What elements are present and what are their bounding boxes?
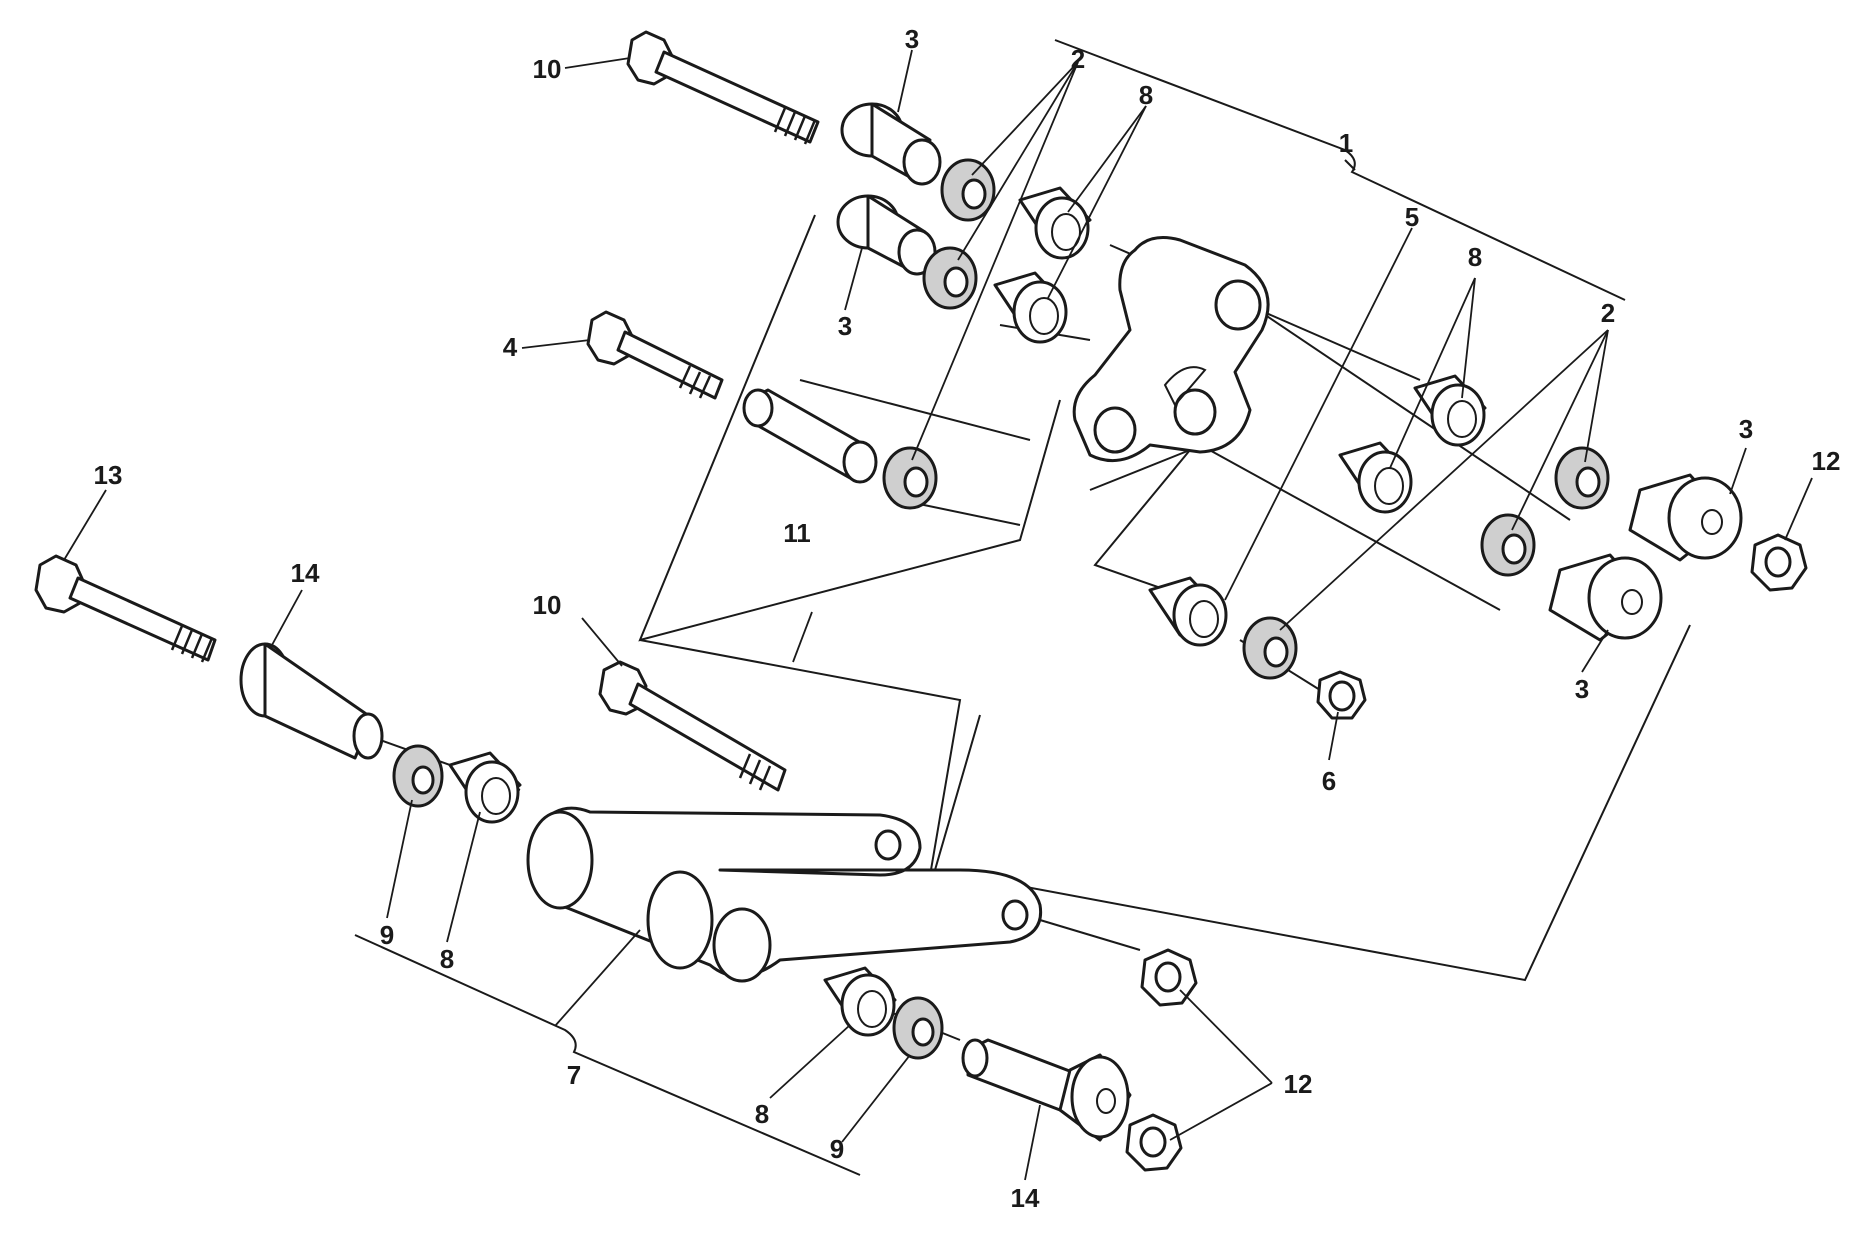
leader-lines — [63, 49, 1813, 1181]
rocker-1 — [1072, 236, 1270, 463]
seals-2 — [882, 158, 1610, 680]
bolt-10-top — [626, 30, 820, 145]
callout-8-right: 8 — [1468, 242, 1482, 272]
callout-12-right: 12 — [1812, 446, 1841, 476]
bolt-4 — [586, 310, 724, 400]
spacer-3-right-bottom — [1548, 553, 1663, 642]
callout-9-lower: 9 — [830, 1134, 844, 1164]
callout-11: 11 — [783, 518, 811, 548]
callout-3-right-top: 3 — [1739, 414, 1753, 444]
callout-4: 4 — [503, 332, 518, 362]
callout-12-lower: 12 — [1284, 1069, 1313, 1099]
callout-10-lower: 10 — [533, 590, 562, 620]
nut-12-lower-b — [1125, 1113, 1183, 1172]
bolt-10-lower — [598, 660, 787, 792]
spacer-3-right-top — [1628, 473, 1743, 562]
callout-8-left: 8 — [440, 944, 454, 974]
seal-9-left — [392, 744, 444, 808]
spacer-14-lower — [961, 1038, 1132, 1142]
callout-9-left: 9 — [380, 920, 394, 950]
callout-14-left: 14 — [291, 558, 320, 588]
callout-1: 1 — [1339, 128, 1353, 158]
callout-labels: 1 2 2 3 3 3 3 4 5 6 7 8 8 8 8 9 9 10 10 … — [94, 24, 1841, 1213]
seal-9-lower — [892, 996, 944, 1060]
sleeve-11 — [742, 388, 878, 484]
nut-12-right — [1750, 533, 1808, 592]
callout-8-lower: 8 — [755, 1099, 769, 1129]
callout-5: 5 — [1405, 202, 1419, 232]
callout-7: 7 — [567, 1060, 581, 1090]
callout-6: 6 — [1322, 766, 1336, 796]
spacer-3-mid — [836, 194, 937, 276]
callout-3-mid: 3 — [838, 311, 852, 341]
callout-3-right-bottom: 3 — [1575, 674, 1589, 704]
callout-13: 13 — [94, 460, 123, 490]
callout-2-top: 2 — [1071, 44, 1085, 74]
callout-14-lower: 14 — [1011, 1183, 1040, 1213]
bolt-13 — [34, 554, 217, 663]
callout-2-right: 2 — [1601, 298, 1615, 328]
spacer-14-left — [239, 642, 384, 760]
spacer-3-top — [840, 102, 942, 186]
link-7 — [526, 806, 1043, 983]
bearings-8 — [448, 186, 1487, 1037]
callout-10-top: 10 — [533, 54, 562, 84]
nut-6 — [1316, 670, 1367, 720]
callout-3-top: 3 — [905, 24, 919, 54]
callout-8-top: 8 — [1139, 80, 1153, 110]
